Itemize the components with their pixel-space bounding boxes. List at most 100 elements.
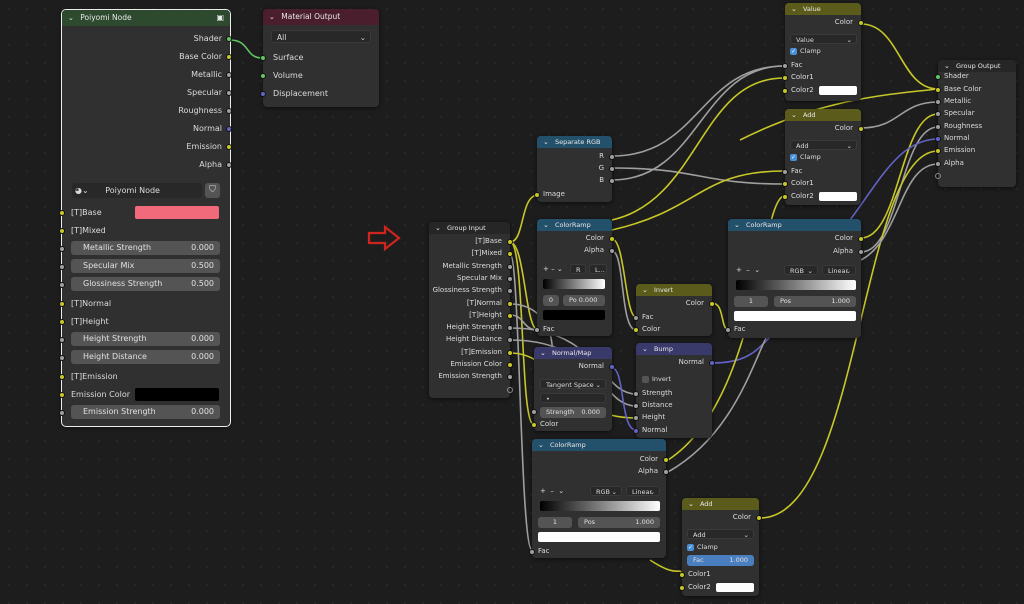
collapse-chevron-icon[interactable]: ⌄ (791, 5, 797, 13)
colorramp-2-stop-color[interactable] (538, 532, 660, 542)
material-output-header[interactable]: ⌄ Material Output (263, 9, 379, 25)
input-emission-socket[interactable] (59, 374, 65, 380)
group-output-in-metallic-socket[interactable] (935, 99, 941, 105)
group-input-node[interactable]: ⌄ Group Input [T]Base [T]Mixed Metallic … (429, 222, 513, 398)
bump-header[interactable]: ⌄ Bump (636, 343, 712, 355)
glossiness-strength-field[interactable]: Glossiness Strength 0.500 (71, 277, 220, 291)
colorramp-1-out-alpha-socket[interactable] (609, 248, 615, 254)
input-base-socket[interactable] (59, 210, 65, 216)
group-input-header[interactable]: ⌄ Group Input (429, 222, 510, 234)
value-mix-node[interactable]: ⌄ Value Color Value⌄ ✓Clamp Fac Color1 C… (782, 3, 864, 101)
colorramp-node-3[interactable]: ⌄ ColorRamp Color Alpha + – ⌄ RGB⌄ Linea… (725, 219, 864, 338)
colorramp-2-mode-dropdown[interactable]: RGB⌄ (590, 486, 622, 496)
collapse-chevron-icon[interactable]: ⌄ (791, 111, 797, 119)
add-bottom-out-color-socket[interactable] (756, 515, 762, 521)
input-metallic-strength-socket[interactable] (59, 246, 65, 252)
base-color-swatch[interactable] (135, 206, 219, 219)
collapse-chevron-icon[interactable]: ⌄ (68, 14, 74, 22)
group-input-empty-socket[interactable] (507, 387, 513, 393)
value-mix-clamp-checkbox[interactable]: ✓Clamp (790, 47, 821, 55)
add-bottom-in-color2-socket[interactable] (679, 585, 685, 591)
colorramp-1-index-field[interactable]: 0 (543, 295, 559, 306)
colorramp-1-pos-field[interactable]: Po 0.000 (563, 295, 605, 306)
output-shader-socket[interactable] (226, 36, 232, 42)
colorramp-2-in-fac-socket[interactable] (529, 549, 535, 555)
output-roughness-socket[interactable] (226, 108, 232, 114)
group-output-in-emission-socket[interactable] (935, 148, 941, 154)
group-output-empty-socket[interactable] (935, 173, 941, 179)
value-mix-in-fac-socket[interactable] (782, 63, 788, 69)
input-height-socket[interactable] (59, 319, 65, 325)
colorramp-1-mode-dropdown[interactable]: R (570, 264, 586, 274)
colorramp-2-out-alpha-socket[interactable] (663, 469, 669, 475)
add-mix-node-top[interactable]: ⌄ Add Color Add⌄ ✓Clamp Fac Color1 Color… (782, 109, 864, 205)
collapse-chevron-icon[interactable]: ⌄ (435, 224, 441, 232)
bump-node[interactable]: ⌄ Bump Normal Invert Strength Distance H… (633, 343, 715, 438)
value-mix-out-color-socket[interactable] (858, 20, 864, 26)
normal-map-in-color-socket[interactable] (531, 422, 537, 428)
collapse-chevron-icon[interactable]: ⌄ (642, 345, 648, 353)
colorramp-3-out-color-socket[interactable] (858, 236, 864, 242)
colorramp-2-header[interactable]: ⌄ ColorRamp (532, 439, 666, 451)
input-volume-socket[interactable] (260, 73, 266, 79)
emission-strength-field[interactable]: Emission Strength 0.000 (71, 405, 220, 419)
metallic-strength-field[interactable]: Metallic Strength 0.000 (71, 241, 220, 255)
bump-invert-checkbox[interactable]: Invert (642, 375, 671, 383)
separate-rgb-node[interactable]: ⌄ Separate RGB R G B Image (534, 136, 615, 202)
add-top-in-fac-socket[interactable] (782, 169, 788, 175)
collapse-chevron-icon[interactable]: ⌄ (543, 221, 549, 229)
colorramp-3-pos-field[interactable]: Pos 1.000 (774, 296, 856, 307)
colorramp-1-in-fac-socket[interactable] (534, 327, 540, 333)
normal-map-out-normal-socket[interactable] (609, 364, 615, 370)
group-input-out-emission-socket[interactable] (507, 350, 513, 356)
group-input-out-mixed-socket[interactable] (507, 251, 513, 257)
group-output-in-normal-socket[interactable] (935, 136, 941, 142)
add-bottom-clamp-checkbox[interactable]: ✓Clamp (687, 543, 718, 551)
group-input-out-height-socket[interactable] (507, 313, 513, 319)
colorramp-3-add-remove-icons[interactable]: + – ⌄ (736, 266, 761, 274)
invert-in-color-socket[interactable] (633, 327, 639, 333)
normal-map-header[interactable]: ⌄ Normal/Map (534, 347, 612, 359)
poiyomi-node[interactable]: ⌄ Poiyomi Node ▣ Shader Base Color Metal… (59, 9, 232, 427)
colorramp-2-out-color-socket[interactable] (663, 457, 669, 463)
colorramp-2-pos-field[interactable]: Pos 1.000 (578, 517, 660, 528)
add-bottom-in-color1-socket[interactable] (679, 572, 685, 578)
colorramp-1-add-remove-icons[interactable]: + – ⌄ (543, 265, 563, 273)
colorramp-3-gradient[interactable] (736, 280, 856, 290)
colorramp-2-add-remove-icons[interactable]: + – ⌄ (540, 487, 565, 495)
input-specular-mix-socket[interactable] (59, 264, 65, 270)
colorramp-3-mode-dropdown[interactable]: RGB⌄ (784, 265, 818, 275)
normal-map-node[interactable]: ⌄ Normal/Map Normal Tangent Space⌄ • Str… (531, 347, 615, 431)
height-strength-field[interactable]: Height Strength 0.000 (71, 332, 220, 346)
add-bottom-fac-field[interactable]: Fac 1.000 (687, 555, 754, 566)
add-bottom-color2-swatch[interactable] (716, 583, 754, 592)
input-normal-socket[interactable] (59, 301, 65, 307)
invert-out-color-socket[interactable] (709, 301, 715, 307)
group-input-out-metallic-socket[interactable] (507, 264, 513, 270)
value-mix-op-dropdown[interactable]: Value⌄ (790, 34, 857, 44)
colorramp-node-2[interactable]: ⌄ ColorRamp Color Alpha + – ⌄ RGB⌄ Linea… (529, 439, 669, 558)
group-input-out-normal-socket[interactable] (507, 301, 513, 307)
bump-in-normal-socket[interactable] (633, 428, 639, 434)
node-group-selector[interactable]: ◕⌄ Poiyomi Node (72, 183, 202, 198)
input-displacement-socket[interactable] (260, 91, 266, 97)
group-input-out-base-socket[interactable] (507, 239, 513, 245)
colorramp-3-interp-dropdown[interactable]: Linear⌄ (822, 265, 856, 275)
collapse-chevron-icon[interactable]: ⌄ (543, 138, 549, 146)
input-emission-color-socket[interactable] (59, 392, 65, 398)
add-mix-node-bottom[interactable]: ⌄ Add Color Add⌄ ✓Clamp Fac 1.000 Color1… (679, 498, 762, 596)
bump-in-strength-socket[interactable] (633, 391, 639, 397)
group-input-out-glossiness-socket[interactable] (507, 288, 513, 294)
input-surface-socket[interactable] (260, 55, 266, 61)
value-mix-color2-swatch[interactable] (819, 86, 857, 95)
group-output-in-shader-socket[interactable] (935, 74, 941, 80)
add-bottom-op-dropdown[interactable]: Add⌄ (687, 529, 754, 539)
output-emission-socket[interactable] (226, 144, 232, 150)
collapse-chevron-icon[interactable]: ⌄ (269, 13, 275, 21)
add-top-op-dropdown[interactable]: Add⌄ (790, 140, 857, 150)
input-emission-strength-socket[interactable] (59, 410, 65, 416)
invert-node[interactable]: ⌄ Invert Color Fac Color (633, 284, 715, 336)
group-output-node[interactable]: ⌄ Group Output Shader Base Color Metalli… (935, 60, 1016, 187)
material-target-dropdown[interactable]: All ⌄ (271, 30, 371, 43)
colorramp-1-out-color-socket[interactable] (609, 236, 615, 242)
